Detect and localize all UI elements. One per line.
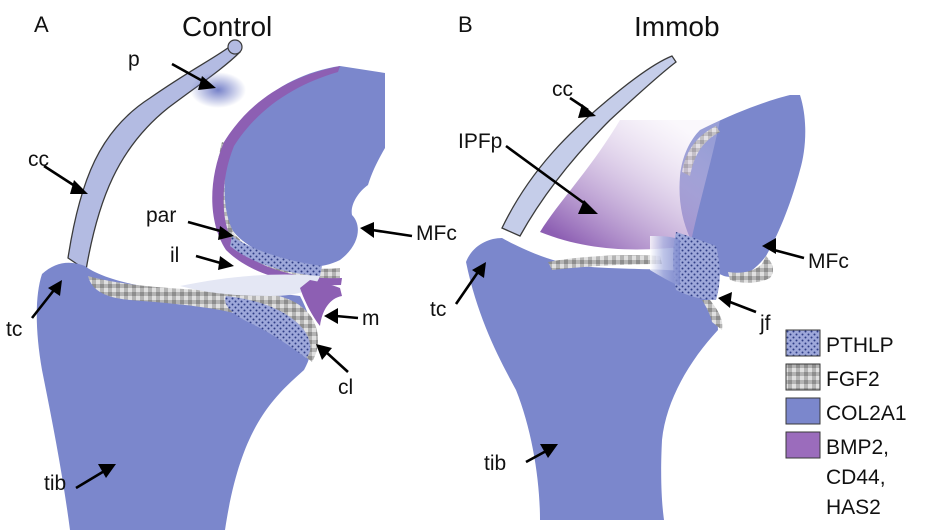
femur bbox=[224, 66, 385, 267]
legend-swatch-fgf2 bbox=[786, 364, 820, 390]
label-cc: cc bbox=[552, 78, 573, 101]
label-m: m bbox=[362, 307, 380, 330]
legend: PTHLP FGF2 COL2A1 BMP2, CD44, HAS2 bbox=[786, 330, 907, 519]
legend-item-pthlp: PTHLP bbox=[786, 330, 894, 357]
legend-label-pthlp: PTHLP bbox=[826, 334, 894, 357]
legend-item-fgf2: FGF2 bbox=[786, 364, 880, 391]
label-mfc: MFc bbox=[808, 250, 849, 273]
label-p: p bbox=[128, 48, 140, 71]
legend-label-fgf2: FGF2 bbox=[826, 368, 880, 391]
label-cc: cc bbox=[28, 148, 49, 171]
label-ipfp: IPFp bbox=[458, 130, 502, 153]
label-tc: tc bbox=[6, 318, 22, 341]
label-mfc: MFc bbox=[416, 222, 457, 245]
legend-swatch-pthlp bbox=[786, 330, 820, 356]
label-il: il bbox=[170, 244, 179, 267]
legend-swatch-bmp2 bbox=[786, 432, 820, 458]
legend-item-bmp2: BMP2, CD44, HAS2 bbox=[786, 432, 889, 519]
label-tib: tib bbox=[484, 452, 506, 475]
label-par: par bbox=[146, 204, 176, 227]
legend-swatch-col2a1 bbox=[786, 398, 820, 424]
label-tc: tc bbox=[430, 298, 446, 321]
panel-a-title: Control bbox=[182, 11, 272, 42]
panel-b-letter: B bbox=[458, 12, 473, 37]
legend-label-bmp2-line2: CD44, bbox=[826, 466, 886, 489]
tibial-cartilage bbox=[548, 255, 662, 270]
label-jf: jf bbox=[759, 312, 771, 335]
legend-label-col2a1: COL2A1 bbox=[826, 402, 907, 425]
panel-a: A Control bbox=[34, 11, 385, 530]
legend-label-bmp2-line3: HAS2 bbox=[826, 496, 881, 519]
patella bbox=[228, 40, 242, 54]
panel-a-letter: A bbox=[34, 12, 49, 37]
legend-item-col2a1: COL2A1 bbox=[786, 398, 907, 425]
legend-label-bmp2-line1: BMP2, bbox=[826, 436, 889, 459]
label-tib: tib bbox=[44, 472, 66, 495]
label-cl: cl bbox=[338, 376, 353, 399]
panel-b-title: Immob bbox=[634, 11, 720, 42]
panel-b: B Immob bbox=[458, 11, 805, 520]
